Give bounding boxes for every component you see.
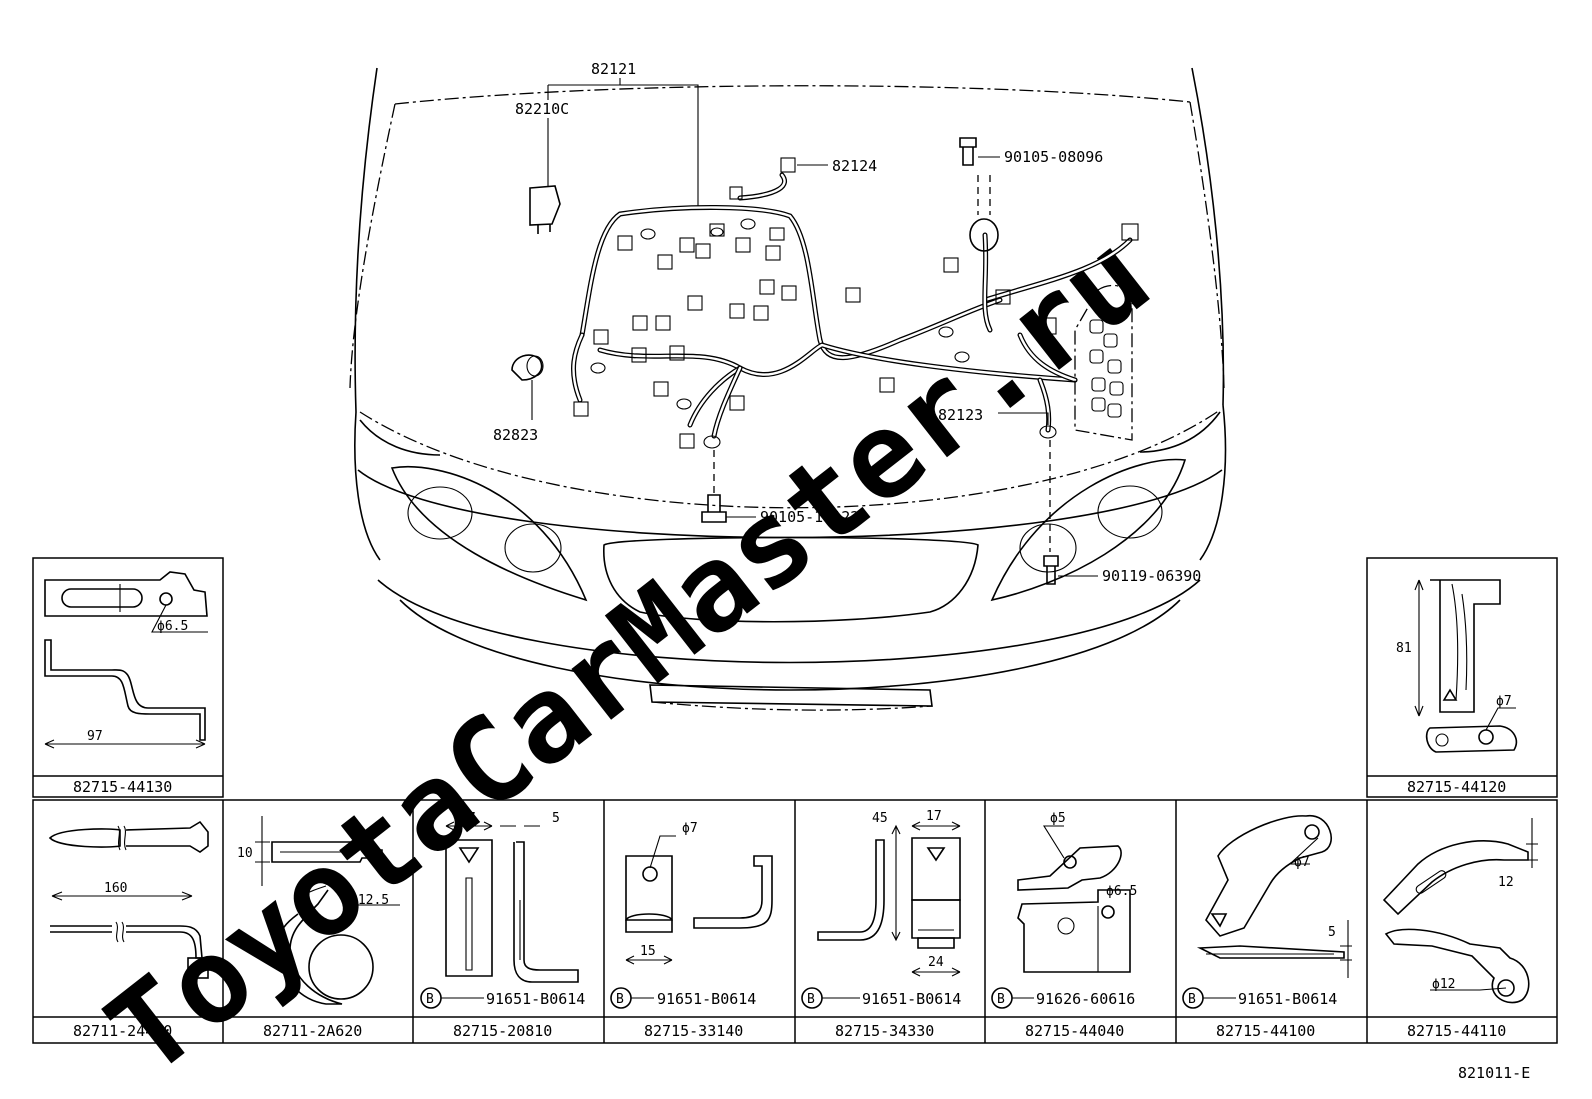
dim-44100-hole: ϕ7 xyxy=(1294,855,1310,870)
clamp-box-82715-44130 xyxy=(32,557,224,798)
watermark: ToyotaCarMaster.ru xyxy=(82,206,1175,1099)
engine-wire-harness xyxy=(511,157,1139,449)
dim-24420-length: 160 xyxy=(104,881,127,896)
label-bolt-top: 90105-08096 xyxy=(1004,148,1103,166)
dim-44120-hole: ϕ7 xyxy=(1496,694,1512,709)
label-main-harness: 82121 xyxy=(591,60,636,78)
dim-44130-hole: ϕ6.5 xyxy=(157,619,188,634)
clamp-82711-24420 xyxy=(48,820,209,979)
diagram-id: 821011-E xyxy=(1458,1064,1530,1082)
clamp-82715-44110 xyxy=(1382,818,1538,1004)
dim-44130-length: 97 xyxy=(87,729,103,744)
bolt-right-icon xyxy=(1043,440,1059,585)
ref-bolt-44040: 91626-60616 xyxy=(1036,990,1135,1008)
clamp-82715-20810 xyxy=(445,821,579,983)
clamp-82715-33140 xyxy=(625,835,773,965)
dim-44100-thickness: 5 xyxy=(1328,925,1336,940)
dim-2A620-height: 10 xyxy=(237,846,253,861)
dim-44110-thickness: 12 xyxy=(1498,875,1514,890)
label-sub-harness-b: 82123 xyxy=(938,406,983,424)
caption-82715-44040: 82715-44040 xyxy=(1025,1022,1124,1040)
ref-symbol-b-1: B xyxy=(426,992,434,1007)
dim-34330-width: 17 xyxy=(926,809,942,824)
label-bolt-right: 90119-06390 xyxy=(1102,567,1201,585)
dim-33140-width: 15 xyxy=(640,944,656,959)
ref-symbols xyxy=(420,987,1236,1009)
dim-44040-hole-b: ϕ6.5 xyxy=(1106,884,1137,899)
dim-44120-height: 81 xyxy=(1396,641,1412,656)
clamp-box-82715-44120 xyxy=(1366,557,1558,798)
clamp-82715-44100 xyxy=(1196,815,1352,978)
dim-20810-thickness: 5 xyxy=(552,811,560,826)
ref-bolt-44100: 91651-B0614 xyxy=(1238,990,1337,1008)
caption-82711-24420: 82711-24420 xyxy=(73,1022,172,1040)
clamp-82711-2A620 xyxy=(255,816,400,1005)
dim-44110-hole: ϕ12 xyxy=(1432,977,1455,992)
bolt-top-icon xyxy=(959,137,977,166)
clamp-82715-34330 xyxy=(817,821,961,977)
caption-82715-44110: 82715-44110 xyxy=(1407,1022,1506,1040)
ref-bolt-20810: 91651-B0614 xyxy=(486,990,585,1008)
dim-2A620-radius: R12.5 xyxy=(350,893,389,908)
ref-bolt-34330: 91651-B0614 xyxy=(862,990,961,1008)
dim-34330-height: 45 xyxy=(872,811,888,826)
ref-symbol-b-5: B xyxy=(1188,992,1196,1007)
caption-82715-44130: 82715-44130 xyxy=(73,778,172,796)
dim-34330-base: 24 xyxy=(928,955,944,970)
dim-20810-width: 17 xyxy=(460,811,476,826)
dim-33140-hole: ϕ7 xyxy=(682,821,698,836)
label-sub-harness-a: 82124 xyxy=(832,157,877,175)
label-fuse: 82210C xyxy=(515,100,569,118)
label-grommet: 82823 xyxy=(493,426,538,444)
caption-82715-34330: 82715-34330 xyxy=(835,1022,934,1040)
caption-82715-44100: 82715-44100 xyxy=(1216,1022,1315,1040)
dim-44040-hole-a: ϕ5 xyxy=(1050,811,1066,826)
harness-leaders xyxy=(531,78,1098,577)
bottom-clamp-grid xyxy=(32,799,1558,1044)
caption-82711-2A620: 82711-2A620 xyxy=(263,1022,362,1040)
caption-82715-20810: 82715-20810 xyxy=(453,1022,552,1040)
bolt-mid-icon xyxy=(701,450,727,523)
ref-symbol-b-3: B xyxy=(807,992,815,1007)
caption-82715-33140: 82715-33140 xyxy=(644,1022,743,1040)
ref-bolt-33140: 91651-B0614 xyxy=(657,990,756,1008)
ref-symbol-b-4: B xyxy=(997,992,1005,1007)
caption-82715-44120: 82715-44120 xyxy=(1407,778,1506,796)
ref-symbol-b-2: B xyxy=(616,992,624,1007)
label-bolt-mid: 90105-10122 xyxy=(760,508,859,526)
clamp-82715-44040 xyxy=(1017,825,1131,973)
car-body-outline xyxy=(349,67,1227,711)
